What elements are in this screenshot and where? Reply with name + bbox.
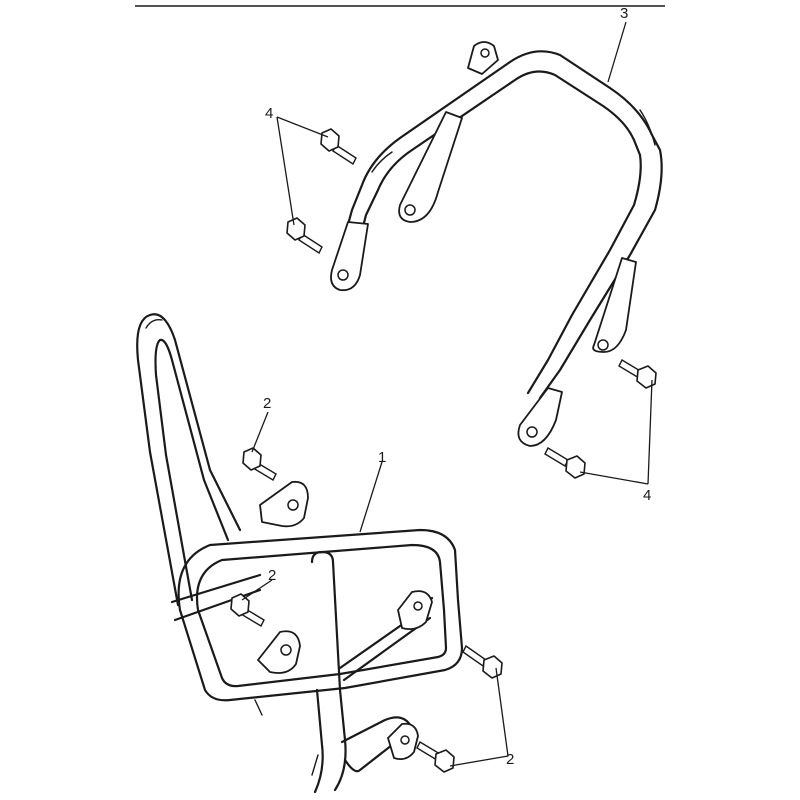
callout-part-4-left: 4: [265, 105, 273, 122]
bolt-part-4-lower-right: [544, 447, 586, 479]
bolt-part-2-middle: [230, 593, 265, 627]
bolt-part-4-lower-left: [286, 217, 323, 255]
callout-part-2-middle: 2: [268, 567, 276, 584]
bolt-part-2-lower: [416, 741, 455, 773]
front-bumper-guard-part-1: [136, 313, 464, 794]
bolt-part-4-upper-right: [618, 359, 657, 389]
callout-part-4-right: 4: [643, 487, 651, 504]
callout-part-1: 1: [378, 449, 386, 466]
callout-part-3: 3: [620, 5, 628, 22]
rear-grab-rail-part-3: [330, 41, 663, 447]
bolt-part-4-upper-left: [320, 128, 357, 166]
callout-part-2-upper: 2: [263, 395, 271, 412]
leader-lines: [241, 21, 653, 767]
callout-part-2-lower: 2: [506, 751, 514, 768]
bolt-part-2-upper: [242, 447, 277, 481]
